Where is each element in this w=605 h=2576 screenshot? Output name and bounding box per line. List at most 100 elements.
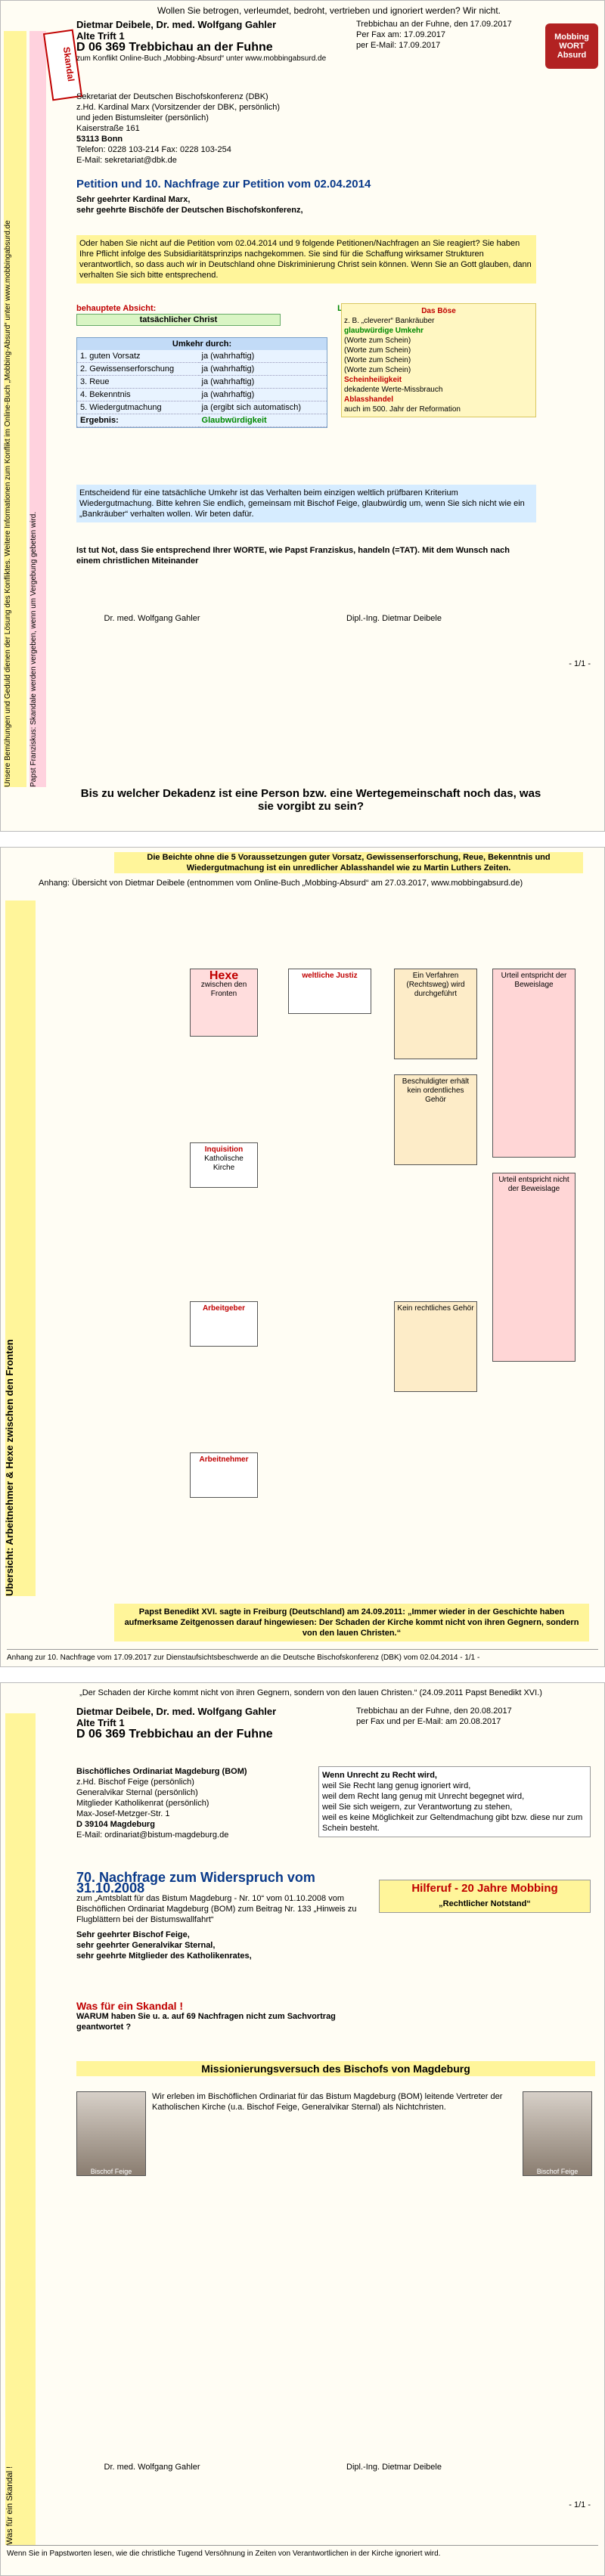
scale-item: z. B. „cleverer“ Bankräuber bbox=[344, 317, 435, 325]
author-address-3: Alte Trift 1 bbox=[76, 1717, 125, 1728]
email-date: per E-Mail: 17.09.2017 bbox=[356, 41, 441, 50]
addressee-line: E-Mail: sekretariat@dbk.de bbox=[76, 156, 177, 165]
unrecht-item: weil Sie sich weigern, zur Verantwortung… bbox=[322, 1803, 513, 1812]
tatsaechlich-label: tatsächlicher Christ bbox=[76, 314, 281, 326]
addressee-line: Max-Josef-Metzger-Str. 1 bbox=[76, 1809, 170, 1818]
skandal-strip: Was für ein Skandal ! bbox=[5, 1713, 36, 2545]
signature-right-3: Dipl.-Ing. Dietmar Deibele bbox=[346, 2463, 442, 2472]
arbeitnehmer-label: Arbeitnehmer bbox=[199, 1455, 249, 1464]
addressee-line: Bischöfliches Ordinariat Magdeburg (BOM) bbox=[76, 1767, 247, 1776]
scale-title: Das Böse bbox=[421, 307, 456, 315]
place-date-3: Trebbichau an der Fuhne, den 20.08.2017 bbox=[356, 1706, 512, 1716]
warum-line: WARUM haben Sie u. a. auf 69 Nachfragen … bbox=[76, 2012, 336, 2032]
arbeitnehmer-box: Arbeitnehmer bbox=[190, 1452, 258, 1498]
addressee-line: E-Mail: ordinariat@bistum-magdeburg.de bbox=[76, 1830, 229, 1840]
signature-left-3: Dr. med. Wolfgang Gahler bbox=[104, 2463, 200, 2472]
author-name-3: Dietmar Deibele, Dr. med. Wolfgang Gahle… bbox=[76, 1706, 277, 1717]
weltliche-justiz-box: weltliche Justiz bbox=[288, 969, 371, 1014]
scale-box: Das Böse z. B. „cleverer“ Bankräuber gla… bbox=[341, 303, 536, 417]
notstand-label: „Rechtlicher Notstand“ bbox=[439, 1899, 531, 1908]
logo-line-3: Absurd bbox=[557, 51, 587, 60]
photo-right: Bischof Feige bbox=[523, 2091, 592, 2176]
hilferuf-box: Hilferuf - 20 Jahre Mobbing „Rechtlicher… bbox=[379, 1880, 591, 1913]
unrecht-box: Wenn Unrecht zu Recht wird, weil Sie Rec… bbox=[318, 1766, 591, 1837]
addressee-line: Kaiserstraße 161 bbox=[76, 124, 140, 133]
header-right: Trebbichau an der Fuhne, den 17.09.2017 … bbox=[356, 19, 532, 51]
signature-right: Dipl.-Ing. Dietmar Deibele bbox=[346, 614, 442, 623]
salutation-2: sehr geehrte Bischöfe der Deutschen Bisc… bbox=[76, 206, 303, 215]
petition-heading-block: Petition und 10. Nachfrage zur Petition … bbox=[76, 178, 394, 215]
left-info-strip-2: Papst Franziskus: Skandale werden vergeb… bbox=[29, 31, 46, 787]
place-date: Trebbichau an der Fuhne, den 17.09.2017 bbox=[356, 20, 512, 29]
table-cell: 5. Wiedergutmachung bbox=[77, 401, 199, 414]
verfahren-box: Ein Verfahren (Rechtsweg) wird durchgefü… bbox=[394, 969, 477, 1059]
petition-title: Petition und 10. Nachfrage zur Petition … bbox=[76, 178, 371, 191]
table-cell: ja (wahrhaftig) bbox=[198, 362, 327, 376]
behauptete-label: behauptete Absicht: bbox=[76, 304, 157, 313]
skandal-block: Was für ein Skandal ! WARUM haben Sie u.… bbox=[76, 2001, 364, 2032]
fax-date: Per Fax am: 17.09.2017 bbox=[356, 30, 446, 39]
scale-item: Ablasshandel bbox=[344, 395, 394, 404]
salutation-3a: Sehr geehrter Bischof Feige, bbox=[76, 1930, 190, 1939]
photo-left: Bischof Feige bbox=[76, 2091, 146, 2176]
table-cell: ja (wahrhaftig) bbox=[198, 350, 327, 363]
missionierung-banner: Missionierungsversuch des Bischofs von M… bbox=[76, 2061, 595, 2076]
skandal-line: Was für ein Skandal ! bbox=[76, 2000, 184, 2012]
letter-page-3: „Der Schaden der Kirche kommt nicht von … bbox=[0, 1682, 605, 2576]
umkehr-table-title: Umkehr durch: bbox=[77, 338, 327, 350]
scale-item: glaubwürdige Umkehr bbox=[344, 327, 424, 335]
author-block-3: Dietmar Deibele, Dr. med. Wolfgang Gahle… bbox=[76, 1706, 277, 1741]
addressee-line: Generalvikar Sternal (persönlich) bbox=[76, 1788, 198, 1797]
table-cell: ja (wahrhaftig) bbox=[198, 375, 327, 389]
table-cell: ja (ergibt sich automatisch) bbox=[198, 401, 327, 414]
hexe-label: Hexe bbox=[209, 969, 239, 982]
salutation: Sehr geehrter Kardinal Marx, bbox=[76, 195, 191, 204]
hexe-sub: zwischen den Fronten bbox=[200, 981, 247, 998]
overview-line: Anhang: Übersicht von Dietmar Deibele (e… bbox=[39, 879, 523, 888]
addressee-line: z.Hd. Bischof Feige (persönlich) bbox=[76, 1778, 194, 1787]
kath-kirche-label: Katholische Kirche bbox=[204, 1155, 244, 1172]
author-city-3: D 06 369 Trebbichau an der Fuhne bbox=[76, 1728, 273, 1741]
addressee-line: 53113 Bonn bbox=[76, 135, 123, 144]
scale-item: (Worte zum Schein) bbox=[344, 336, 411, 345]
kein-gehoer-box: Kein rechtliches Gehör bbox=[394, 1301, 477, 1392]
hexe-box: Hexe zwischen den Fronten bbox=[190, 969, 258, 1037]
addressee-line: z.Hd. Kardinal Marx (Vorsitzender der DB… bbox=[76, 103, 280, 112]
scale-item: (Worte zum Schein) bbox=[344, 366, 411, 374]
table-row: Ergebnis:Glaubwürdigkeit bbox=[77, 414, 327, 427]
addressee-line: und jeden Bistumsleiter (persönlich) bbox=[76, 113, 209, 122]
salutation-3c: sehr geehrte Mitglieder des Katholikenra… bbox=[76, 1951, 252, 1961]
signature-left: Dr. med. Wolfgang Gahler bbox=[104, 614, 200, 623]
urteil-box: Urteil entspricht der Beweislage bbox=[492, 969, 576, 1158]
weltliche-justiz-label: weltliche Justiz bbox=[302, 972, 358, 980]
header-right-3: Trebbichau an der Fuhne, den 20.08.2017 … bbox=[356, 1706, 532, 1727]
letter-page-1: Unsere Bemühungen und Geduld dienen der … bbox=[0, 0, 605, 832]
author-name: Dietmar Deibele, Dr. med. Wolfgang Gahle… bbox=[76, 19, 277, 30]
nachfrage-subheading: zum „Amtsblatt für das Bistum Magdeburg … bbox=[76, 1894, 357, 1924]
table-cell: 2. Gewissenserforschung bbox=[77, 362, 199, 376]
intent-box: behauptete Absicht: tatsächlicher Christ bbox=[76, 303, 281, 326]
conclusion-paragraph: Entscheidend für eine tatsächliche Umkeh… bbox=[76, 485, 536, 522]
addressee-block: Sekretariat der Deutschen Bischofskonfer… bbox=[76, 91, 326, 166]
inquisition-label: Inquisition bbox=[204, 1145, 244, 1154]
bottom-line: Bis zu welcher Dekadenz ist eine Person … bbox=[80, 787, 541, 813]
arbeitgeber-box: Arbeitgeber bbox=[190, 1301, 258, 1347]
author-block: Dietmar Deibele, Dr. med. Wolfgang Gahle… bbox=[76, 19, 326, 64]
question-paragraph: Ist tut Not, dass Sie entsprechend Ihrer… bbox=[76, 546, 510, 566]
unrecht-item: weil es keine Möglichkeit zur Geltendmac… bbox=[322, 1813, 583, 1833]
salutation-3b: sehr geehrter Generalvikar Sternal, bbox=[76, 1941, 216, 1950]
logo-line-2: WORT bbox=[559, 42, 585, 51]
table-cell: ja (wahrhaftig) bbox=[198, 388, 327, 401]
page-number: - 1/1 - bbox=[569, 659, 591, 668]
addressee-line: Sekretariat der Deutschen Bischofskonfer… bbox=[76, 92, 268, 101]
result-label: Ergebnis: bbox=[77, 414, 199, 427]
addressee-line: D 39104 Magdeburg bbox=[76, 1820, 155, 1829]
urteil-nicht-box: Urteil entspricht nicht der Beweislage bbox=[492, 1173, 576, 1362]
result-value: Glaubwürdigkeit bbox=[198, 414, 327, 427]
top-quote: „Der Schaden der Kirche kommt nicht von … bbox=[79, 1688, 542, 1697]
